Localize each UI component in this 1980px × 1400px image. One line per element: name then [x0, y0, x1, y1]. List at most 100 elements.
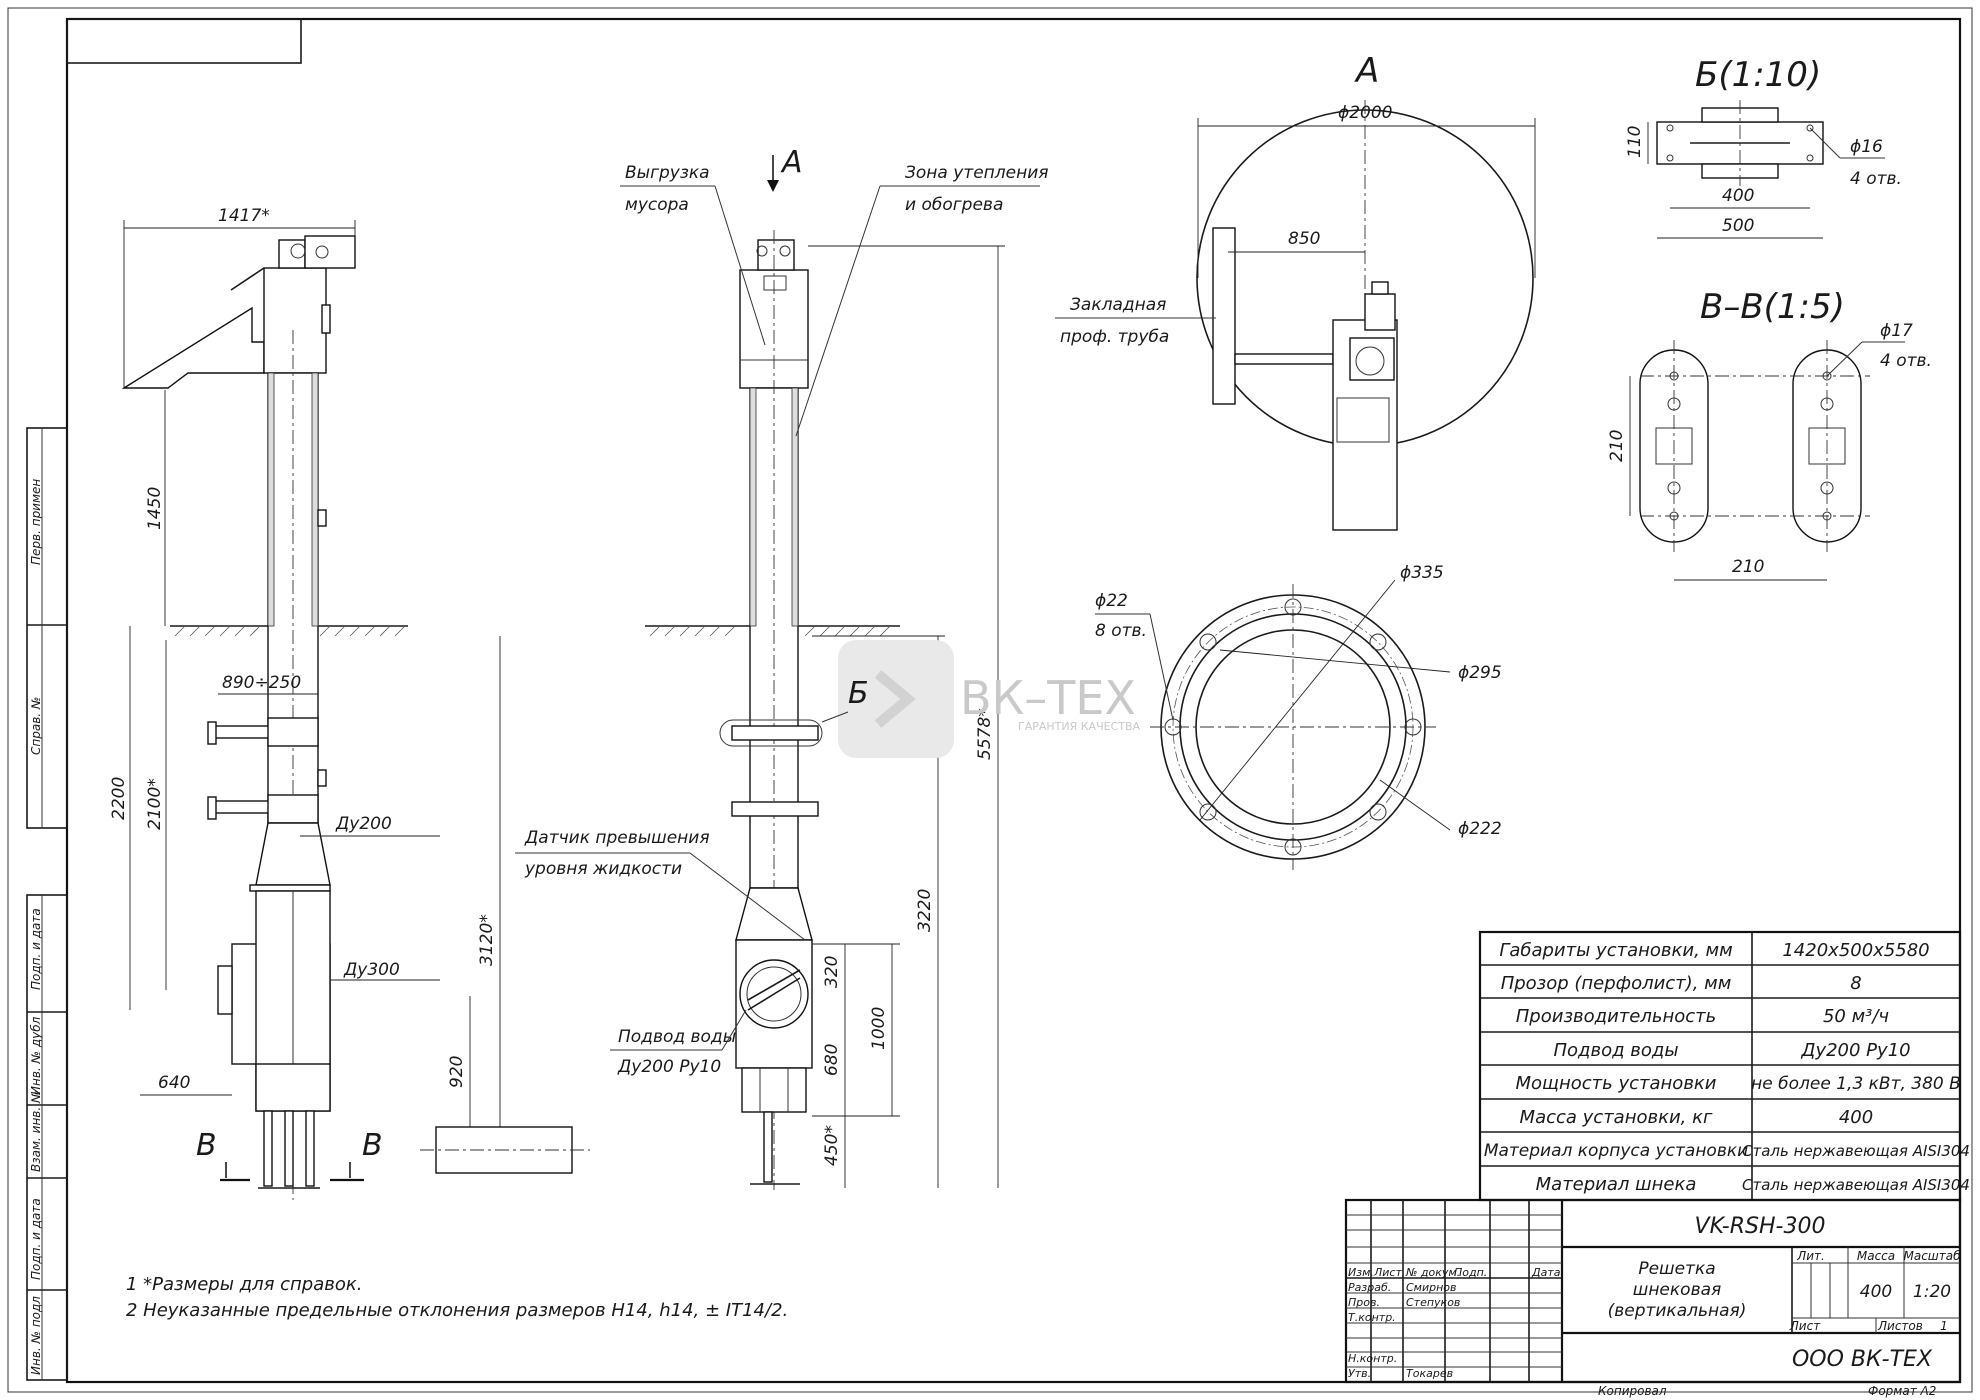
callout-sensor-1: Датчик превышения: [524, 828, 710, 848]
tb-razrab-name: Смирнов: [1406, 1281, 1457, 1294]
spec-param-3: Подвод воды: [1553, 1040, 1678, 1061]
dim-450: 450*: [822, 1125, 842, 1166]
side-view: 1417* 1450 2200 2100* 890÷250 Ду200 Ду30…: [109, 206, 590, 1200]
callout-water-1: Подвод воды: [618, 1027, 736, 1047]
flange-holes: 8 отв.: [1095, 621, 1147, 641]
tb-prov-name: Степуков: [1406, 1296, 1460, 1309]
tb-col-ndoc: № докум.: [1405, 1266, 1460, 1279]
title-block: Изм. Лист № докум. Подп. Дата Разраб. См…: [1344, 1198, 1961, 1384]
dim-2100: 2100*: [145, 778, 165, 830]
dim-16: ϕ16: [1850, 137, 1883, 157]
spec-value-1: 8: [1850, 973, 1861, 994]
spec-param-7: Материал шнека: [1536, 1174, 1697, 1195]
dim-1450: 1450: [145, 487, 165, 530]
dim-850: 850: [1288, 229, 1320, 249]
spec-param-2: Производительность: [1516, 1006, 1716, 1027]
dim-3120: 3120*: [477, 914, 497, 966]
dim-1417: 1417*: [218, 206, 270, 226]
section-b: Б(1:10) 110 400 500 ϕ16 4 отв.: [1625, 55, 1902, 239]
dim-920: 920: [447, 1056, 467, 1088]
tb-col-izm: Изм.: [1348, 1266, 1374, 1279]
callout-pipe-1: Закладная: [1070, 295, 1166, 315]
spec-param-1: Прозор (перфолист), мм: [1501, 973, 1732, 994]
tb-scale-value: 1:20: [1913, 1282, 1951, 1302]
spec-value-4: не более 1,3 кВт, 380 В: [1751, 1074, 1961, 1094]
dim-22: ϕ22: [1095, 591, 1128, 611]
outer-frame: [7, 7, 1973, 1393]
side-stamp-column: Перв. примен Справ. № Подп. и дата Инв. …: [26, 427, 68, 1381]
marker-b: Б: [848, 676, 869, 711]
spec-param-0: Габариты установки, мм: [1499, 940, 1732, 961]
top-left-stamp-box: [66, 18, 302, 64]
format-label: Формат А2: [1868, 1384, 1936, 1398]
tb-mass-label: Масса: [1857, 1249, 1895, 1263]
dim-210-v: 210: [1607, 430, 1627, 462]
dim-3220: 3220: [915, 889, 935, 932]
section-b-label: Б(1:10): [1695, 55, 1821, 95]
spec-value-3: Ду200 Ру10: [1800, 1040, 1910, 1061]
section-b-holes: 4 отв.: [1850, 169, 1902, 189]
dim-110: 110: [1625, 126, 1645, 158]
dim-320: 320: [822, 956, 842, 988]
tb-row-razrab: Разраб.: [1348, 1281, 1391, 1294]
stamp-sprav-no: Справ. №: [29, 697, 43, 755]
callout-unload-1: Выгрузка: [625, 163, 710, 183]
dim-5578: 5578*: [975, 708, 995, 760]
marker-a: А: [780, 145, 803, 180]
callout-pipe-2: проф. труба: [1060, 327, 1169, 347]
tb-row-nkontr: Н.контр.: [1348, 1352, 1397, 1365]
spec-param-4: Мощность установки: [1515, 1073, 1716, 1094]
tb-col-data: Дата: [1531, 1266, 1561, 1279]
spec-value-6: Сталь нержавеющая AISI304: [1742, 1142, 1970, 1160]
watermark-brand: ВК–ТЕХ: [960, 671, 1136, 725]
marker-v-right: В: [362, 1128, 383, 1163]
tb-company: ООО ВК-ТЕХ: [1792, 1347, 1933, 1372]
tb-mass-value: 400: [1860, 1282, 1892, 1302]
view-a-label: А: [1354, 51, 1379, 91]
dim-1000: 1000: [869, 1007, 889, 1050]
tb-name-1: Решетка: [1638, 1259, 1715, 1279]
label-du200: Ду200: [335, 814, 392, 834]
watermark: ВК–ТЕХ ГАРАНТИЯ КАЧЕСТВА: [838, 640, 1141, 758]
note-1: 1 *Размеры для справок.: [126, 1274, 362, 1295]
tb-sheets-label: Листов: [1877, 1319, 1923, 1333]
dim-400: 400: [1722, 186, 1754, 206]
label-du300: Ду300: [343, 960, 400, 980]
note-2: 2 Неуказанные предельные отклонения разм…: [126, 1300, 788, 1321]
tb-lit-label: Лит.: [1796, 1249, 1825, 1263]
copied-label: Копировал: [1598, 1384, 1667, 1398]
callout-heat-2: и обогрева: [905, 195, 1003, 215]
section-v: В–В(1:5) 210 210 ϕ17 4 отв.: [1607, 287, 1932, 581]
section-v-label: В–В(1:5): [1700, 287, 1845, 327]
callout-sensor-2: уровня жидкости: [524, 859, 682, 879]
front-view: А Выгрузка мусора Зона утепления и обогр…: [515, 145, 1049, 1190]
stamp-inv-podl: Инв. № подл: [29, 1296, 43, 1375]
dim-222: ϕ222: [1458, 819, 1502, 839]
tb-row-utv: Утв.: [1348, 1367, 1371, 1380]
spec-value-5: 400: [1839, 1107, 1873, 1128]
dim-890-250: 890÷250: [222, 673, 301, 693]
flange-view: ϕ335 ϕ295 ϕ222 ϕ22 8 отв.: [1095, 563, 1502, 870]
notes: 1 *Размеры для справок. 2 Неуказанные пр…: [126, 1274, 788, 1321]
stamp-podp-data-2: Подп. и дата: [29, 1198, 43, 1280]
tb-code: VK-RSH-300: [1695, 1214, 1826, 1239]
dim-295: ϕ295: [1458, 663, 1502, 683]
stamp-podp-data-1: Подп. и дата: [29, 908, 43, 990]
dim-17: ϕ17: [1880, 321, 1913, 341]
tb-col-podp: Подп.: [1454, 1266, 1487, 1279]
spec-param-5: Масса установки, кг: [1520, 1107, 1713, 1128]
spec-table: Габариты установки, мм 1420х500х5580 Про…: [1478, 930, 1970, 1202]
plan-view-a: А ϕ2000 850 Закладная проф. труба: [1055, 51, 1536, 531]
tb-row-tkontr: Т.контр.: [1348, 1311, 1396, 1324]
stamp-vzam-inv: Взам. инв. №: [29, 1091, 43, 1172]
tb-name-2: шнековая: [1633, 1280, 1721, 1300]
dim-680: 680: [822, 1044, 842, 1076]
tb-utv-name: Токарев: [1406, 1367, 1453, 1380]
tb-sheet-label: Лист: [1789, 1319, 1821, 1333]
stamp-inv-dubl: Инв. № дубл: [29, 1016, 43, 1095]
spec-value-2: 50 м³/ч: [1823, 1006, 1889, 1027]
spec-param-6: Материал корпуса установки: [1484, 1141, 1748, 1161]
callout-water-2: Ду200 Ру10: [617, 1057, 721, 1077]
watermark-tagline: ГАРАНТИЯ КАЧЕСТВА: [1018, 720, 1141, 733]
